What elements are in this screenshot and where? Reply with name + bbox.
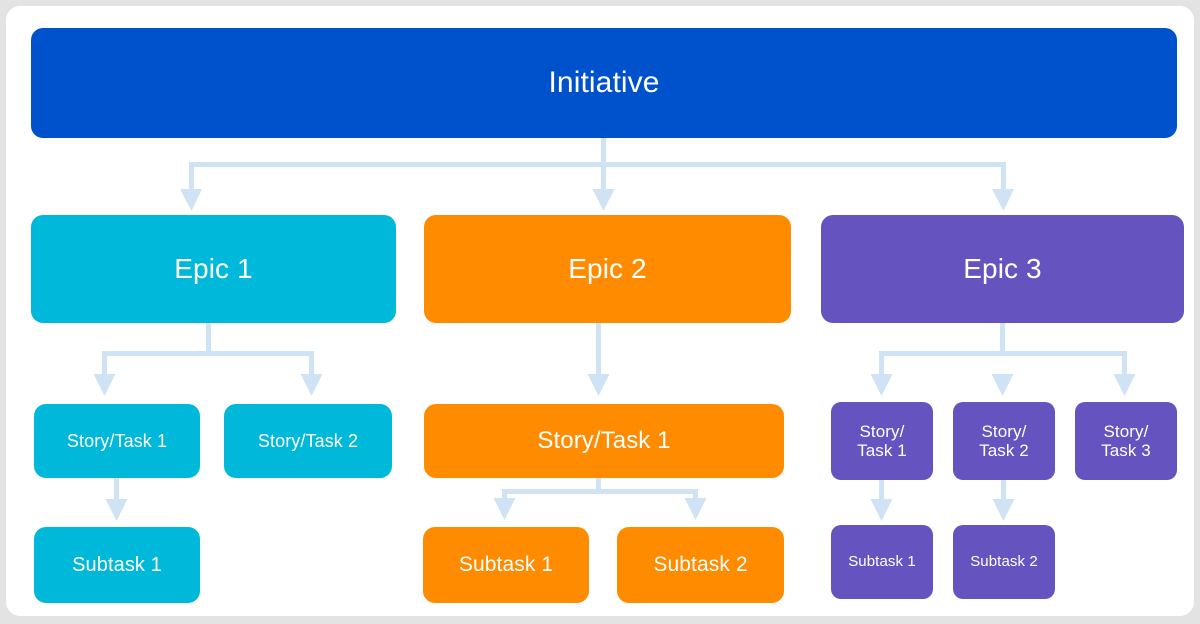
node-epic3-subtask-1[interactable]: Subtask 1 xyxy=(831,525,933,599)
connector-epic3story1-to-subtask xyxy=(870,474,893,521)
node-epic-2[interactable]: Epic 2 xyxy=(424,215,791,323)
node-epic1-story-task-2[interactable]: Story/Task 2 xyxy=(224,404,392,478)
connector-epic1story1-to-subtask xyxy=(105,474,128,521)
node-epic2-subtask-2[interactable]: Subtask 2 xyxy=(617,527,784,603)
node-initiative[interactable]: Initiative xyxy=(31,28,1177,138)
diagram-canvas: Initiative Epic 1 Epic 2 Epic 3 Story/Ta… xyxy=(6,6,1194,616)
connector-epic3-to-stories xyxy=(870,319,1136,396)
node-epic1-story-task-1[interactable]: Story/Task 1 xyxy=(34,404,200,478)
connector-epic2-to-story xyxy=(587,319,610,396)
node-epic-1[interactable]: Epic 1 xyxy=(31,215,396,323)
node-epic3-story-task-2[interactable]: Story/ Task 2 xyxy=(953,402,1055,480)
connector-epic1-to-stories xyxy=(93,319,323,396)
node-epic2-story-task-1[interactable]: Story/Task 1 xyxy=(424,404,784,478)
connector-epic2story1-to-subtasks xyxy=(493,474,707,520)
node-epic2-subtask-1[interactable]: Subtask 1 xyxy=(423,527,589,603)
node-epic1-subtask-1[interactable]: Subtask 1 xyxy=(34,527,200,603)
node-epic-3[interactable]: Epic 3 xyxy=(821,215,1184,323)
node-epic3-story-task-3[interactable]: Story/ Task 3 xyxy=(1075,402,1177,480)
connector-initiative-to-epics xyxy=(180,134,1014,211)
node-epic3-story-task-1[interactable]: Story/ Task 1 xyxy=(831,402,933,480)
node-epic3-subtask-2[interactable]: Subtask 2 xyxy=(953,525,1055,599)
connector-epic3story2-to-subtask xyxy=(992,474,1015,521)
